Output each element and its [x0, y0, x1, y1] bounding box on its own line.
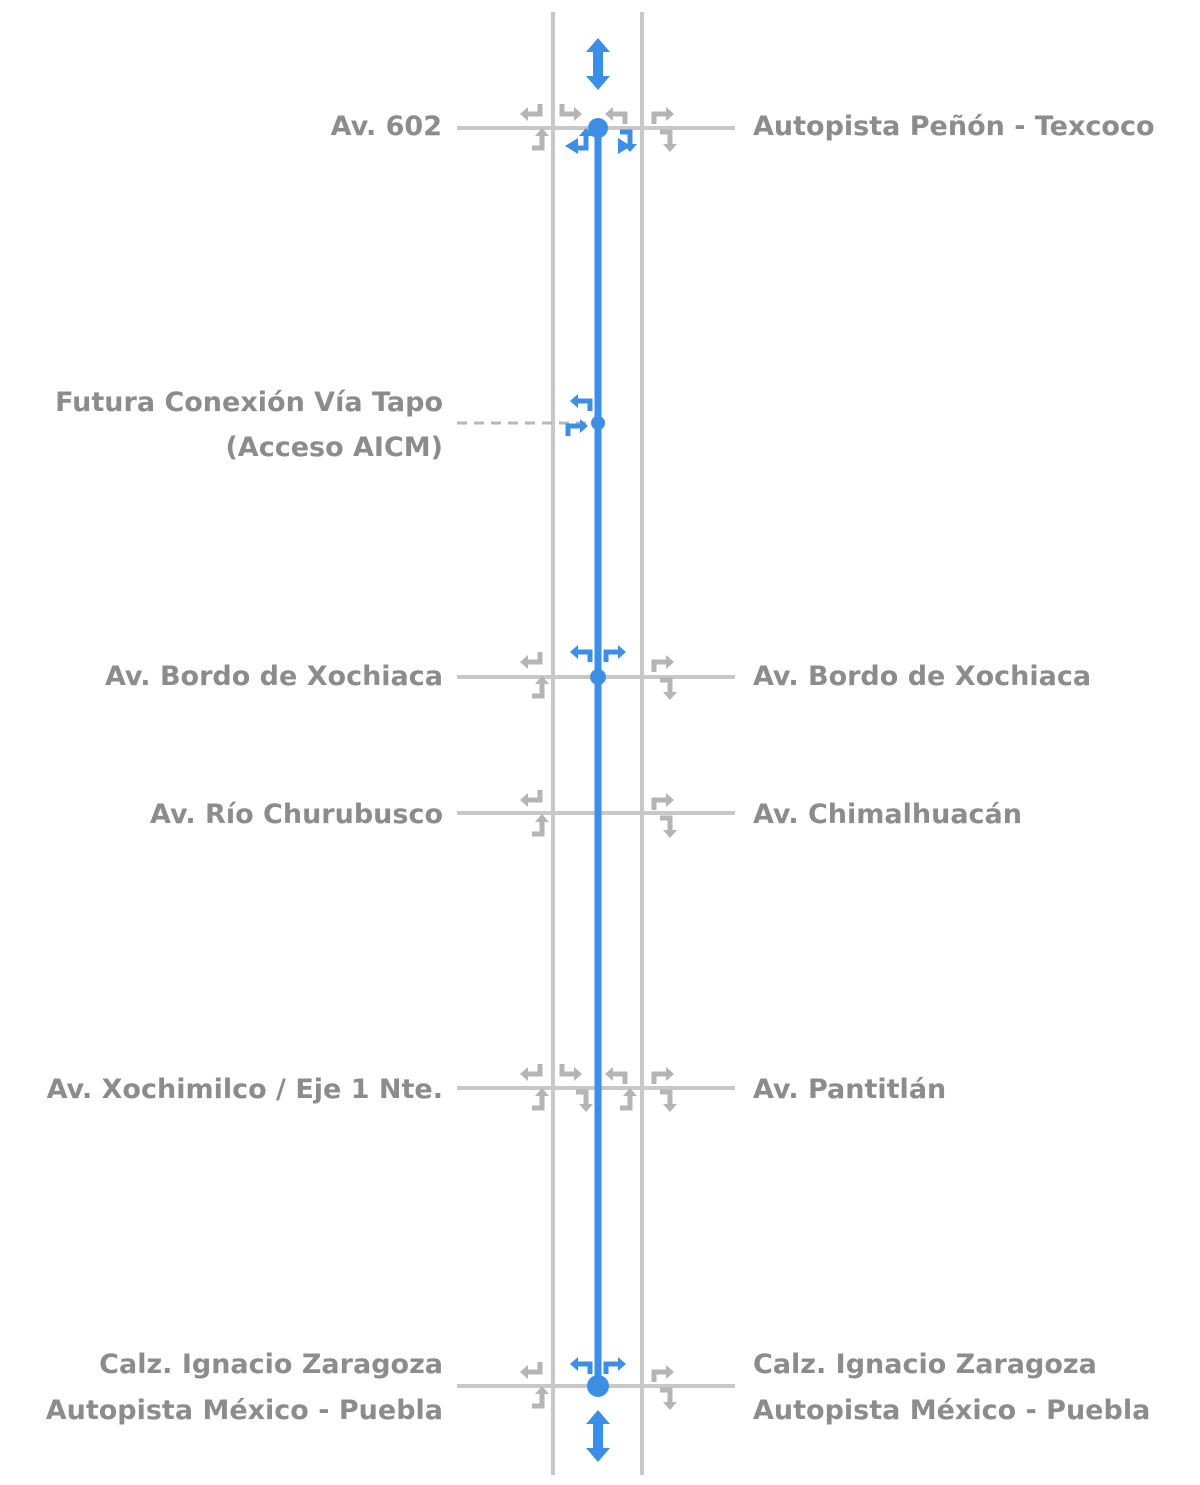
route-node-av-602 [588, 118, 608, 138]
route-terminal-arrow-north [586, 38, 610, 90]
label-av-602: Av. 602 [330, 111, 442, 142]
route-node-bordo-de-xochiaca [590, 669, 606, 685]
label-av-bordo-de-xochiaca-west: Av. Bordo de Xochiaca [104, 661, 443, 692]
label-av-xochimilco-eje-1-nte: Av. Xochimilco / Eje 1 Nte. [46, 1074, 443, 1105]
route-node-zaragoza [587, 1375, 609, 1397]
label-acceso-aicm: (Acceso AICM) [225, 432, 443, 463]
route-node-future-tapo [591, 416, 605, 430]
blue-turn-arrows-future-tapo [568, 394, 590, 436]
label-autopista-mexico-puebla-east: Autopista México - Puebla [753, 1395, 1151, 1426]
label-av-chimalhuacan: Av. Chimalhuacán [753, 799, 1022, 830]
blue-turn-arrows-av-602 [565, 128, 637, 154]
label-autopista-penon-texcoco: Autopista Peñón - Texcoco [753, 111, 1155, 142]
label-futura-conexion-via-tapo: Futura Conexión Vía Tapo [55, 387, 443, 418]
route-terminal-arrow-south [586, 1410, 610, 1462]
label-calz-ignacio-zaragoza-west: Calz. Ignacio Zaragoza [99, 1349, 443, 1380]
label-av-bordo-de-xochiaca-east: Av. Bordo de Xochiaca [753, 661, 1092, 692]
label-av-rio-churubusco: Av. Río Churubusco [150, 799, 443, 830]
label-calz-ignacio-zaragoza-east: Calz. Ignacio Zaragoza [753, 1349, 1097, 1380]
label-av-pantitlan: Av. Pantitlán [753, 1074, 947, 1105]
label-autopista-mexico-puebla-west: Autopista México - Puebla [45, 1395, 443, 1426]
